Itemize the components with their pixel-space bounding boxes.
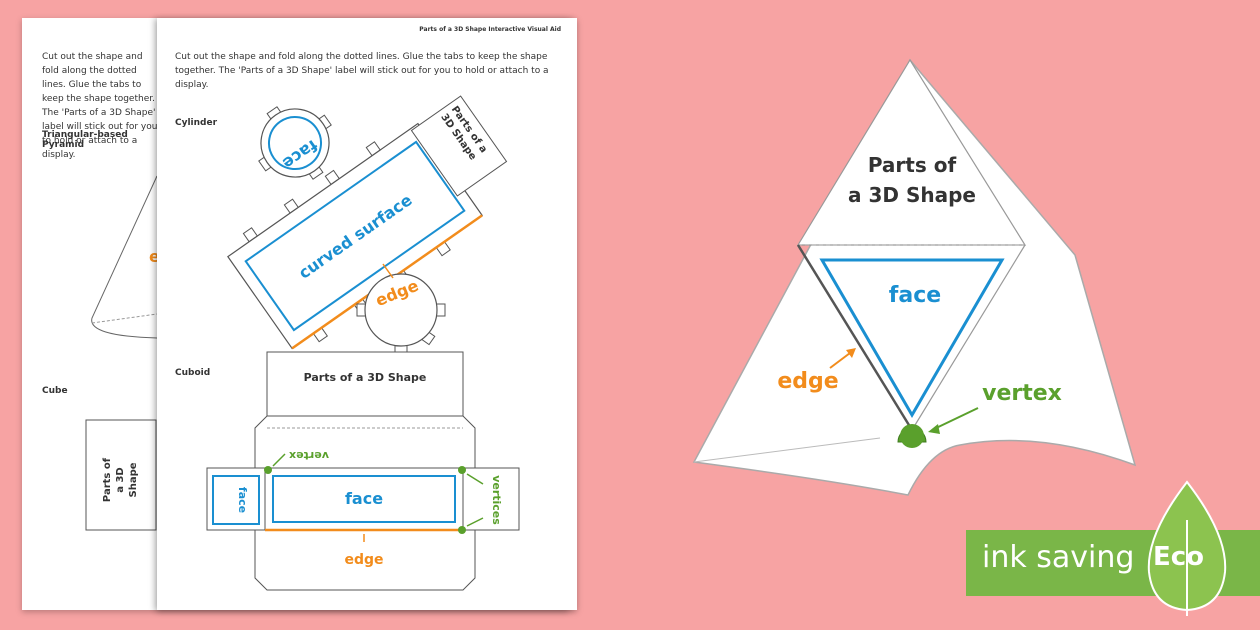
cylinder-surface-outline [244,140,466,332]
cuboid-vertex-dot [264,466,272,474]
cylinder-top-circle [260,108,330,178]
pyramid-fold-line [91,313,158,324]
cuboid-right-face [462,467,520,531]
pyramid-title-line1: Parts of [868,153,957,177]
cube-section-label: Cube [42,386,68,396]
cuboid-vertices-arrow [466,517,484,527]
pyramid-edge-arrowhead [846,348,856,358]
back-instructions: Cut out the shape and fold along the dot… [42,52,158,160]
pyramid-edge-fragment: e [149,247,160,266]
pyramid-model: Parts of a 3D Shape face edge vertex [692,58,1137,496]
pyramid-title-line2: a 3D Shape [848,183,976,207]
pyramid-face-label: face [889,283,941,308]
cuboid-section-label: Cuboid [175,368,211,378]
cuboid-vertex-dot [458,526,466,534]
cuboid-bottom-face [254,529,476,591]
pyramid-net-outline [91,175,158,339]
cuboid-vertex-dot [458,466,466,474]
cube-label-tab [85,419,157,531]
pyramid-edge-label: edge [777,369,838,394]
cylinder-label-tab [410,95,508,197]
cylinder-section-label: Cylinder [175,118,218,128]
worksheet-header: Parts of a 3D Shape Interactive Visual A… [419,26,561,33]
pyramid-edge-line [796,244,914,431]
pyramid-vertex-marker [900,424,924,448]
cuboid-vertex-arrow [272,453,286,467]
cuboid-side-face-label: face [236,487,249,513]
pyramid-net-body [692,58,1137,496]
cuboid-face-label: face [345,489,383,508]
cylinder-edge-arrow [382,263,394,279]
cylinder-top-face-outline [268,116,322,170]
pyramid-vertex-arrowhead [928,424,940,434]
cuboid-title-flap [266,351,464,417]
pyramid-side-edge [911,244,1026,431]
pyramid-section-label: Triangular-based Pyramid [42,130,128,150]
cuboid-main-face-outline [272,475,456,523]
cuboid-top-face [254,415,476,469]
eco-leaf-icon [1147,480,1227,616]
cuboid-edge-label: edge [344,552,383,568]
pyramid-vertex-label: vertex [982,381,1062,406]
cuboid-vertices-arrow [466,473,484,485]
pyramid-vertex-arrow [931,407,979,431]
cuboid-vertices-label: vertices [490,475,503,525]
front-worksheet: Parts of a 3D Shape Interactive Visual A… [157,18,577,610]
cuboid-left-face [206,467,266,531]
front-instructions: Cut out the shape and fold along the dot… [175,52,549,90]
pyramid-face-outline [819,258,1005,418]
cylinder-bottom-circle [364,273,438,347]
cylinder-net: face curved surface Parts of a3D Shape [227,95,508,355]
cuboid-title: Parts of a 3D Shape [304,371,427,384]
cuboid-vertex-label: vertex [289,449,329,462]
cuboid-side-face-outline [212,475,260,525]
pyramid-tab-fold [693,437,881,463]
front-nets: face curved surface Parts of a3D Shape [206,95,520,591]
cuboid-net: Parts of a 3D Shape face face vertex ver… [206,351,520,591]
eco-badge-label: Eco [1153,542,1205,572]
ink-saving-label: ink saving [982,540,1135,575]
